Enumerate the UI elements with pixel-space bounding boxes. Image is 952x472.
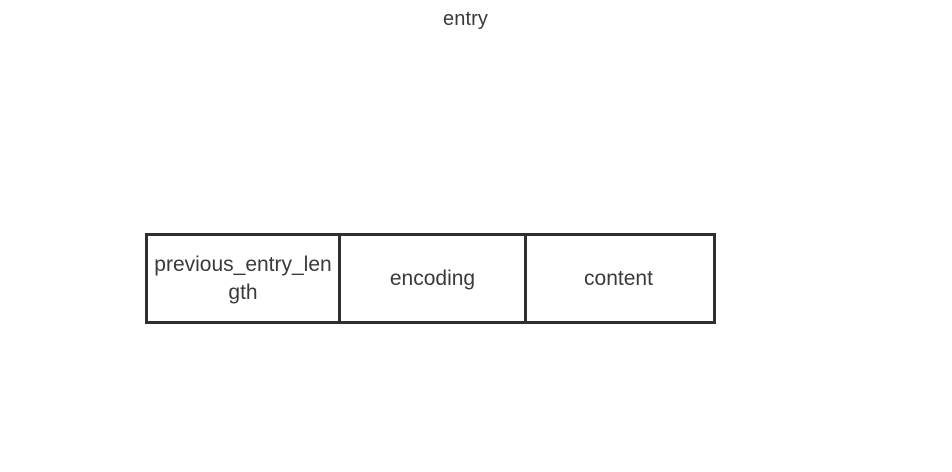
struct-field-label: previous_entry_length (154, 252, 332, 304)
struct-field-label: content (584, 266, 653, 290)
struct-field-table: previous_entry_length encoding content (145, 233, 716, 324)
struct-field-content: content (524, 236, 710, 321)
struct-field-previous-entry-length: previous_entry_length (148, 236, 338, 321)
diagram-title: entry (443, 8, 488, 30)
struct-field-encoding: encoding (338, 236, 524, 321)
struct-field-label: encoding (389, 266, 476, 290)
